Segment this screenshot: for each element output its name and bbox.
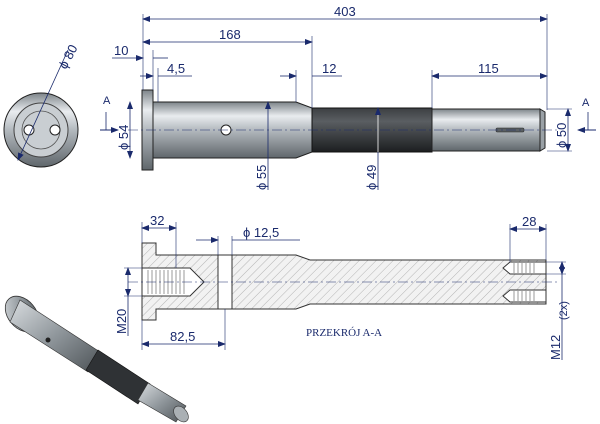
- svg-text:ϕ 55: ϕ 55: [254, 165, 269, 190]
- dim-403: 403: [334, 4, 356, 19]
- thread-m20: M20: [114, 309, 129, 334]
- dim-10: 10: [114, 43, 128, 58]
- section-mark-right: A: [582, 97, 590, 109]
- dim-28: 28: [522, 214, 536, 229]
- dia-55-value: 55: [254, 165, 269, 179]
- section-mark-left: A: [103, 95, 111, 107]
- dia-80-value: 80: [61, 42, 81, 62]
- dia-12-5-phi: ϕ: [243, 225, 250, 240]
- dim-12: 12: [322, 61, 336, 76]
- dia-49-value: 49: [364, 165, 379, 179]
- section-caption: PRZEKRÓJ A-A: [306, 327, 382, 339]
- dia-54-phi: ϕ: [116, 143, 131, 150]
- dim-82-5: 82,5: [170, 329, 195, 344]
- dim-115: 115: [478, 61, 499, 76]
- end-view: ϕ 80: [3, 42, 81, 168]
- dia-49-phi: ϕ: [364, 183, 379, 190]
- side-view-dimensions: 403 168 10 4,5 12 115 ϕ 54 ϕ 55 ϕ 49 ϕ 5…: [112, 4, 572, 190]
- dim-168: 168: [219, 27, 241, 42]
- svg-text:ϕ 54: ϕ 54: [116, 125, 131, 150]
- thread-m12: M12: [548, 335, 563, 360]
- svg-text:ϕ 80: ϕ 80: [55, 42, 80, 71]
- dia-12-5-value: 12,5: [254, 225, 279, 240]
- dia-50-phi: ϕ: [554, 141, 569, 148]
- svg-text:ϕ 49: ϕ 49: [364, 165, 379, 190]
- section-dimensions: 32 ϕ 12,5 28 82,5 M20 M12 (2x) PRZEKRÓJ …: [114, 213, 570, 360]
- dim-4-5: 4,5: [167, 61, 185, 76]
- dia-50-value: 50: [554, 123, 569, 137]
- section-view: [128, 242, 560, 321]
- dim-32: 32: [150, 213, 164, 228]
- isometric-view: [4, 295, 189, 423]
- svg-text:ϕ 12,5: ϕ 12,5: [243, 225, 279, 240]
- dia-55-phi: ϕ: [254, 183, 269, 190]
- svg-text:ϕ 50: ϕ 50: [554, 123, 569, 148]
- dia-54-value: 54: [116, 125, 131, 139]
- section-marks: A A: [100, 95, 596, 133]
- thread-count: (2x): [558, 301, 570, 320]
- side-view-pin: [128, 89, 560, 171]
